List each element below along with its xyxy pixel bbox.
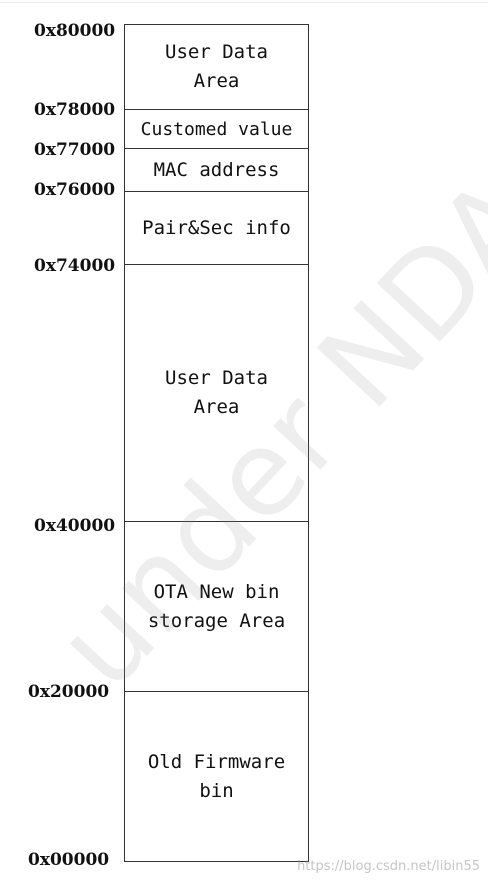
region-user-data-middle: User Data Area xyxy=(125,265,308,522)
address-label: 0x78000 xyxy=(34,100,116,120)
address-label: 0x40000 xyxy=(34,516,116,536)
top-divider xyxy=(0,2,488,3)
region-pair-sec-info: Pair&Sec info xyxy=(125,192,308,265)
address-label: 0x20000 xyxy=(28,682,110,702)
address-label: 0x74000 xyxy=(34,256,116,276)
memory-map: User Data Area Customed value MAC addres… xyxy=(124,24,309,862)
region-label: OTA New bin storage Area xyxy=(147,580,286,632)
region-ota-storage: OTA New bin storage Area xyxy=(125,522,308,692)
address-label: 0x77000 xyxy=(34,140,116,160)
region-label: Old Firmware bin xyxy=(147,750,286,802)
region-label: Pair&Sec info xyxy=(142,216,291,239)
region-mac-address: MAC address xyxy=(125,149,308,192)
region-old-firmware: Old Firmware bin xyxy=(125,692,308,861)
region-label: MAC address xyxy=(153,158,280,181)
source-credit: https://blog.csdn.net/libin55 xyxy=(297,859,480,874)
region-user-data-top: User Data Area xyxy=(125,25,308,110)
address-label: 0x76000 xyxy=(34,180,116,200)
region-customed-value: Customed value xyxy=(125,110,308,149)
address-label: 0x00000 xyxy=(28,850,110,870)
region-label: User Data Area xyxy=(165,41,268,92)
region-label: Customed value xyxy=(140,118,293,140)
address-label: 0x80000 xyxy=(34,21,116,41)
region-label: User Data Area xyxy=(165,367,268,418)
